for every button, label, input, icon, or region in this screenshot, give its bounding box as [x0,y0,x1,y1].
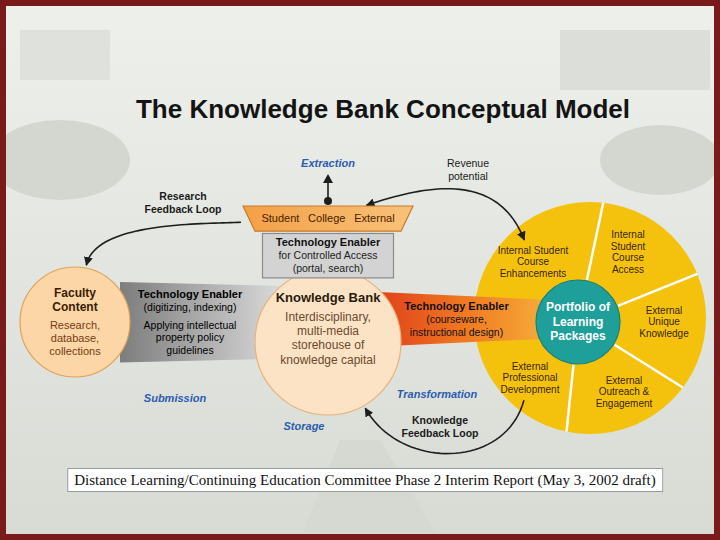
source-funnel-shape [243,206,413,231]
wheel-divider [618,274,697,306]
extraction-arrowhead [323,174,333,183]
node-text: External Professional Development [499,361,561,396]
frame [3,3,717,537]
node-text: Portfolio of Learning Packages [544,300,612,343]
edge-label: Knowledge Feedback Loop [398,414,482,439]
knowledge-bank-circle-shape [255,269,401,415]
transformation-band: Technology Enabler(courseware, instructi… [378,292,553,346]
portfolio-circle-shape [536,280,620,364]
source-funnel: Student College External [243,206,413,231]
node-text: External Unique Knowledge [637,305,691,340]
node-heading: Technology Enabler [404,300,508,313]
extraction-dot [324,197,332,205]
tree-shape [0,120,130,200]
wheel-divider [587,203,603,280]
faculty-circle-shape [20,267,130,377]
building-shape [20,30,110,80]
node-text: External Outreach & Engagement [594,375,654,410]
access-enabler-box-shape [263,234,394,278]
edge-label: Revenue potential [438,157,498,182]
wheel-segment: External Unique Knowledge [634,302,694,343]
extraction-arrow [327,181,329,199]
node-text: for Controlled Access (portal, search) [268,249,388,274]
tree-shape [600,125,720,195]
connector [86,222,241,265]
node-heading: Knowledge Bank [276,290,381,306]
node-heading: Faculty Content [35,286,115,315]
node-text: Interdisciplinary, multi-media storehous… [273,310,383,368]
node-text: External [354,212,394,225]
flow-label: Transformation [397,388,477,401]
transformation-band-shape [378,292,553,346]
node-heading: Technology Enabler [138,288,242,301]
node-text: Internal Student Course Access [608,229,648,275]
node-text: Applying intellectual property policy gu… [132,319,248,357]
node-text: Internal Student Course Enhancements [497,245,569,280]
node-text: (courseware, instructional design) [407,313,507,338]
flow-label: Extraction [301,157,355,170]
wheel-segment: External Professional Development [496,358,564,399]
flow-label: Submission [144,392,206,405]
wheel-segment: Internal Student Course Access [605,226,651,278]
building-shape [560,30,710,90]
node-text: Student [261,212,299,225]
node-text: Research, database, collections [33,319,117,359]
node-text: College [308,212,345,225]
caption: Distance Learning/Continuing Education C… [67,468,663,492]
connectors [86,189,524,454]
flow-label: Storage [284,420,325,433]
wheel-segment: External Outreach & Engagement [591,372,657,413]
node-heading: Technology Enabler [276,236,380,249]
connector [365,400,524,453]
wheel-segment: Internal Student Course Enhancements [494,242,572,283]
faculty-circle: Faculty ContentResearch, database, colle… [19,266,131,378]
portfolio-circle: Portfolio of Learning Packages [535,279,621,365]
knowledge-bank-circle: Knowledge BankInterdisciplinary, multi-m… [254,268,402,416]
access-enabler-box: Technology Enablerfor Controlled Access … [262,233,394,278]
wheel-divider [567,365,574,432]
node-text: (digitizing, indexing) [144,301,237,314]
edge-label: Research Feedback Loop [141,190,225,215]
title: The Knowledge Bank Conceptual Model [136,94,630,125]
